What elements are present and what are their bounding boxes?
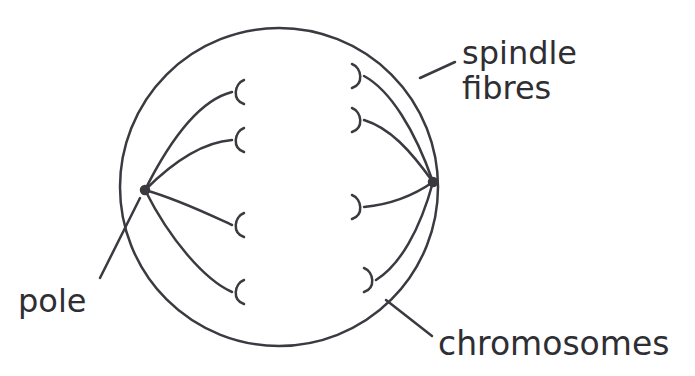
structure-label: chromosomes bbox=[438, 326, 688, 362]
leader-lines bbox=[100, 62, 455, 336]
structure-label: spindle fibres bbox=[462, 36, 622, 106]
spindle-fibres bbox=[145, 76, 433, 292]
pole-label: pole bbox=[18, 284, 138, 319]
cell-outline bbox=[120, 28, 438, 346]
chromosomes bbox=[236, 64, 373, 304]
